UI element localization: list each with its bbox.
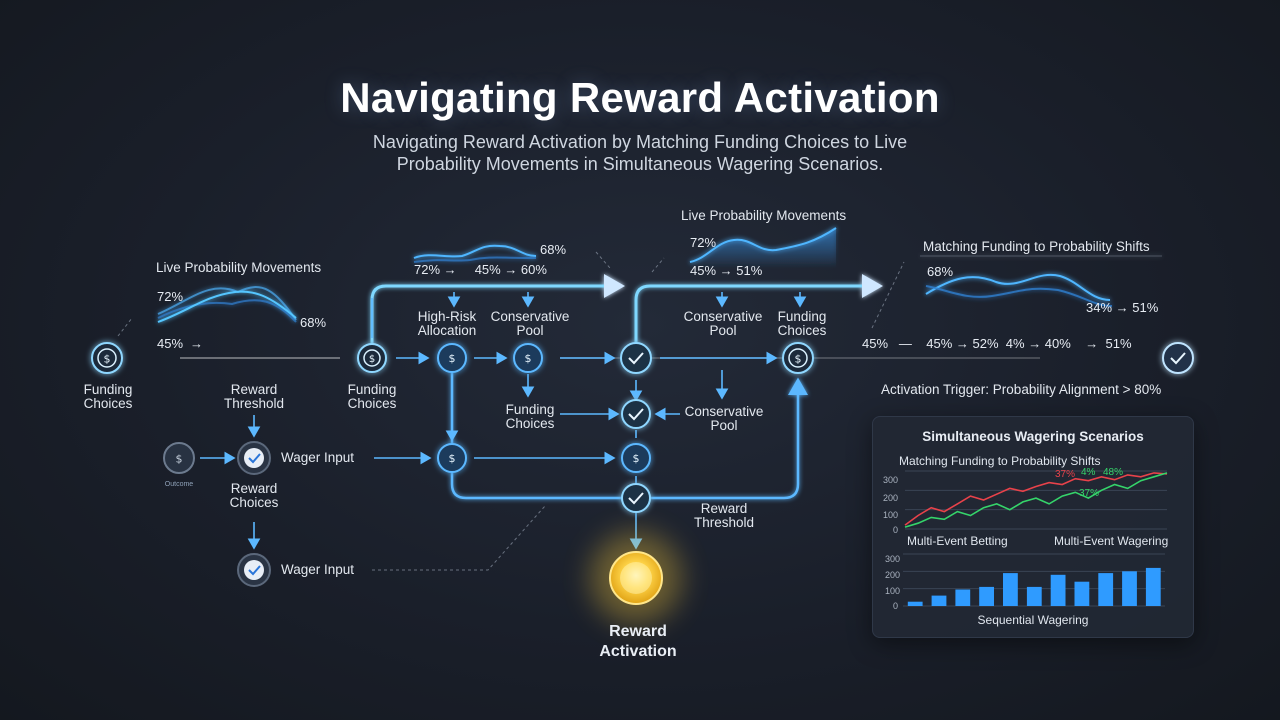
subtitle-line-2: Probability Movements in Simultaneous Wa…	[396, 154, 884, 174]
bar	[931, 595, 947, 606]
right-heading: Matching Funding to Probability Shifts	[923, 239, 1150, 254]
multi-event-betting-label: Multi-Event Betting	[907, 534, 1008, 548]
dollar-icon[interactable]: $	[782, 342, 814, 374]
page-title: Navigating Reward Activation	[340, 74, 940, 121]
bar-ytick: 200	[885, 570, 901, 580]
svg-text:$: $	[449, 452, 456, 465]
bar-ytick: 100	[885, 586, 901, 596]
conservative-pool-label-1: Conservative Pool	[490, 309, 570, 338]
bar	[1003, 573, 1018, 606]
bar	[1098, 573, 1114, 606]
line-ytick: 0	[893, 525, 899, 535]
svg-text:$: $	[369, 354, 375, 365]
bar	[1145, 567, 1161, 606]
left-bottom-pct: 45%	[157, 336, 184, 351]
svg-text:$: $	[525, 352, 532, 365]
wager-input-label-1: Wager Input	[281, 450, 355, 465]
line-series-0	[904, 472, 1168, 526]
left-heading: Live Probability Movements	[156, 260, 322, 275]
dotted-links	[117, 251, 905, 571]
dollar-icon[interactable]: $	[91, 342, 123, 374]
line-chart	[904, 470, 1168, 530]
dollar-icon[interactable]: $	[437, 343, 467, 373]
svg-text:$: $	[176, 453, 183, 466]
svg-text:$: $	[104, 353, 111, 366]
wager-input-label-2: Wager Input	[281, 562, 355, 577]
right-pct-row: 45% — 45% → 52% 4% → 40% → 51%	[862, 336, 1132, 351]
bar-ytick: 0	[893, 601, 899, 611]
dollar-icon[interactable]: $	[513, 343, 543, 373]
check-icon[interactable]	[237, 441, 271, 475]
reward-activation-label: Reward Activation	[599, 623, 677, 660]
line-ytick: 200	[883, 493, 899, 503]
funding-choices-label-3: Funding Choices	[505, 402, 555, 431]
funding-choices-label-4: Funding Choices	[777, 309, 827, 338]
bar	[1026, 586, 1042, 606]
conservative-pool-label-2: Conservative Pool	[683, 309, 763, 338]
check-icon[interactable]	[1162, 342, 1194, 374]
line-label-red: 37%	[1055, 469, 1076, 480]
line-label-green: 4%	[1081, 467, 1096, 478]
mini-chart-left	[157, 286, 297, 323]
bar	[979, 586, 994, 606]
line-ytick: 300	[883, 475, 899, 485]
outcome-tiny-label: Outcome	[164, 481, 194, 488]
check-icon[interactable]	[237, 553, 271, 587]
funding-choices-label-2: Funding Choices	[347, 382, 397, 411]
activation-trigger-label: Activation Trigger: Probability Alignmen…	[881, 382, 1162, 397]
check-icon[interactable]	[621, 483, 651, 513]
bar-chart	[903, 553, 1165, 607]
center-right-top-pct: 72%	[690, 235, 717, 250]
bar	[1050, 574, 1066, 606]
reward-threshold-label-2: Reward Threshold	[693, 501, 755, 530]
funding-choices-label-1: Funding Choices	[83, 382, 133, 411]
left-right-pct: 68%	[300, 315, 327, 330]
dollar-icon[interactable]: $	[621, 443, 651, 473]
check-icon[interactable]	[621, 399, 651, 429]
bar	[1122, 571, 1137, 606]
center-left-top-pct: 68%	[540, 242, 567, 257]
center-right-pct-row: 45% → 51%	[690, 263, 763, 278]
reward-activation-orb	[590, 532, 682, 624]
line-label-green-3: 37%	[1079, 488, 1100, 499]
line-label-green-2: 48%	[1103, 467, 1124, 478]
upper-loop-right	[634, 274, 883, 358]
center-right-heading: Live Probability Movements	[681, 208, 847, 223]
bar	[955, 589, 971, 606]
dollar-icon[interactable]: $	[357, 343, 387, 373]
line-chart-title: Matching Funding to Probability Shifts	[899, 454, 1101, 468]
multi-event-wagering-label: Multi-Event Wagering	[1054, 534, 1169, 548]
bar	[1074, 581, 1090, 606]
mini-chart-center-left	[413, 244, 537, 263]
dollar-icon[interactable]: $	[437, 443, 467, 473]
right-top-pct: 68%	[927, 264, 954, 279]
check-icon[interactable]	[620, 342, 652, 374]
left-bottom-arrow: →	[190, 336, 203, 351]
bar-chart-caption: Sequential Wagering	[977, 613, 1089, 627]
line-series-1	[904, 472, 1168, 528]
dollar-icon[interactable]: $	[163, 442, 195, 474]
scenarios-panel: Simultaneous Wagering Scenarios Matching…	[872, 416, 1194, 638]
line-ytick: 100	[883, 510, 899, 520]
svg-text:$: $	[633, 452, 640, 465]
subtitle-line-1: Navigating Reward Activation by Matching…	[372, 132, 908, 152]
bar-ytick: 300	[885, 554, 901, 564]
left-top-pct: 72%	[157, 289, 184, 304]
svg-text:$: $	[449, 352, 456, 365]
reward-choices-label: Reward Choices	[229, 481, 279, 510]
connectors	[200, 292, 807, 550]
svg-text:$: $	[795, 353, 802, 366]
mini-chart-right	[920, 255, 1162, 307]
mini-chart-center-right	[689, 227, 837, 268]
conservative-pool-label-3: Conservative Pool	[684, 404, 764, 433]
bar	[907, 601, 923, 606]
reward-threshold-label-1: Reward Threshold	[223, 382, 285, 411]
panel-title: Simultaneous Wagering Scenarios	[922, 429, 1144, 444]
right-pct-right: 34% → 51%	[1086, 300, 1159, 315]
center-left-pct-row: 72% → 45% → 60%	[414, 262, 547, 277]
high-risk-allocation-label: High-Risk Allocation	[417, 309, 477, 338]
